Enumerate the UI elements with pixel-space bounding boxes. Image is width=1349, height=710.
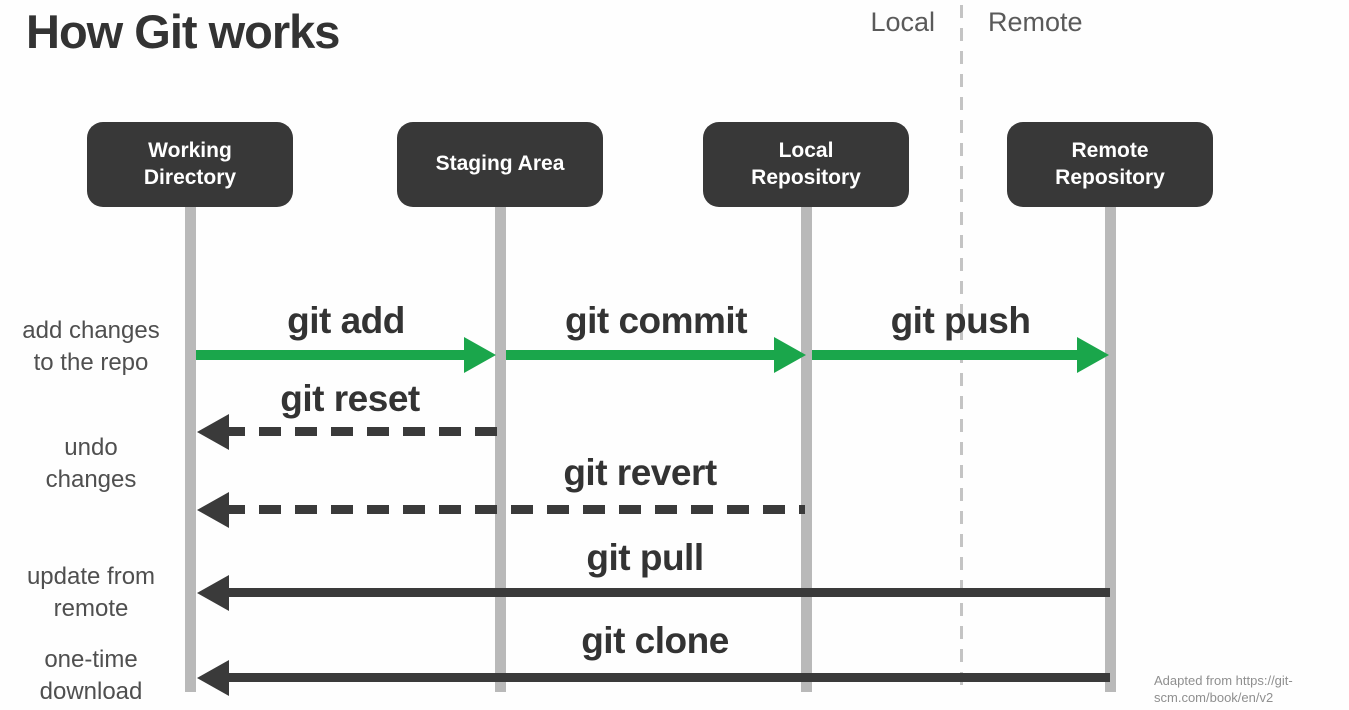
arrow-shaft	[506, 350, 780, 360]
scope-label-local: Local	[870, 7, 935, 37]
git-add-label: git add	[287, 300, 405, 341]
node-staging-area: Staging Area	[397, 122, 603, 207]
arrow-shaft	[223, 505, 805, 514]
git-pull-arrow	[197, 575, 1110, 611]
arrowhead-left-icon	[197, 492, 229, 528]
arrow-shaft	[812, 350, 1083, 360]
scope-label-remote: Remote	[988, 7, 1083, 37]
node-remote-repository: Remote Repository	[1007, 122, 1213, 207]
row-label-update-from-remote: update from remote	[26, 563, 156, 622]
git-clone-arrow	[197, 660, 1110, 696]
page-title: How Git works	[26, 5, 340, 58]
lifeline-staging-area	[495, 205, 506, 692]
node-working-directory: Working Directory	[87, 122, 293, 207]
git-revert-label: git revert	[563, 452, 717, 493]
git-clone-label: git clone	[581, 620, 729, 661]
git-commit-arrow	[506, 337, 806, 373]
git-reset-arrow	[197, 414, 497, 450]
arrow-shaft	[196, 350, 470, 360]
lifeline-working-directory	[185, 205, 196, 692]
git-push-arrow	[812, 337, 1109, 373]
git-commit-label: git commit	[564, 300, 748, 341]
arrowhead-right-icon	[774, 337, 806, 373]
arrow-shaft	[223, 588, 1110, 597]
arrow-shaft	[223, 427, 497, 436]
lifeline-local-repository	[801, 205, 812, 692]
git-add-arrow	[196, 337, 496, 373]
lifeline-remote-repository	[1105, 205, 1116, 692]
git-pull-label: git pull	[586, 537, 704, 578]
arrow-shaft	[223, 673, 1110, 682]
arrowhead-right-icon	[1077, 337, 1109, 373]
node-local-repository: Local Repository	[703, 122, 909, 207]
row-label-add-changes: add changes to the repo	[22, 317, 160, 376]
arrowhead-left-icon	[197, 660, 229, 696]
row-label-undo-changes: undo changes	[45, 434, 137, 493]
row-label-one-time-download: one-time download	[39, 646, 143, 705]
arrowhead-left-icon	[197, 414, 229, 450]
git-revert-arrow	[197, 492, 805, 528]
git-reset-label: git reset	[280, 378, 420, 419]
git-push-label: git push	[890, 300, 1031, 341]
arrowhead-left-icon	[197, 575, 229, 611]
arrowhead-right-icon	[464, 337, 496, 373]
attribution-note: Adapted from https://git- scm.com/book/e…	[1154, 673, 1293, 705]
local-remote-divider	[960, 5, 963, 690]
